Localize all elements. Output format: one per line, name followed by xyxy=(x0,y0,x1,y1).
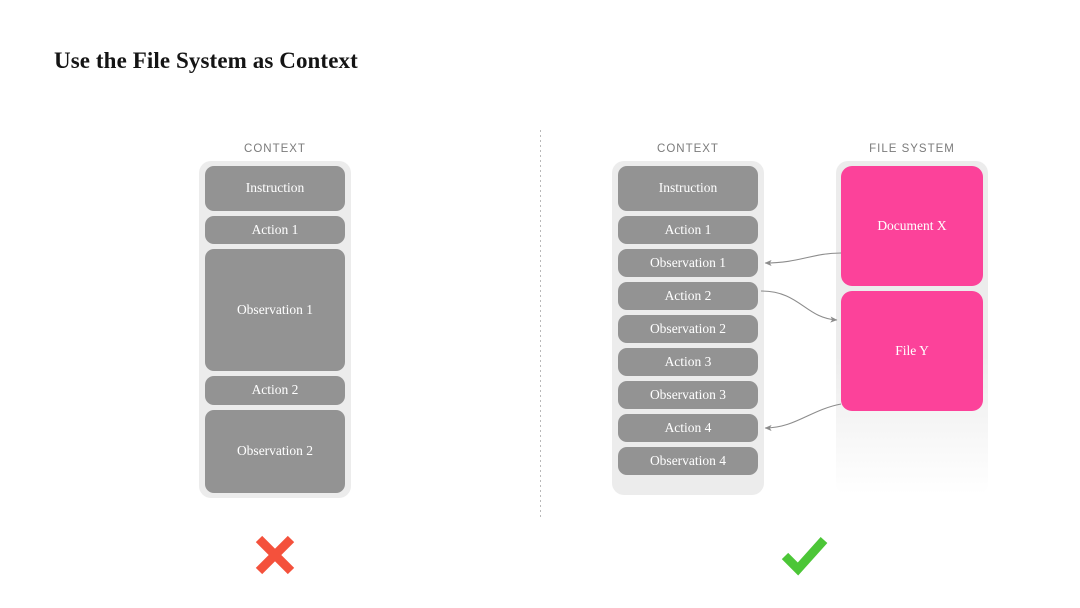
panel-divider xyxy=(540,130,541,518)
right-block-observation-4: Observation 4 xyxy=(618,447,758,475)
connector-documentx-to-observation1 xyxy=(764,252,842,267)
right-block-action-1-label: Action 1 xyxy=(664,221,712,237)
file-block-document-x-label: Document X xyxy=(877,218,947,233)
right-block-action-3: Action 3 xyxy=(618,348,758,376)
left-block-instruction: Instruction xyxy=(205,166,345,211)
right-context-column-label: CONTEXT xyxy=(657,143,719,155)
left-block-action-1-label: Action 1 xyxy=(251,221,299,237)
right-block-action-2: Action 2 xyxy=(618,282,758,310)
left-block-action-1: Action 1 xyxy=(205,216,345,244)
left-context-column-label: CONTEXT xyxy=(244,143,306,155)
right-block-action-4: Action 4 xyxy=(618,414,758,442)
left-block-action-2-label: Action 2 xyxy=(251,382,299,398)
right-block-action-2-label: Action 2 xyxy=(664,287,712,303)
left-block-action-2: Action 2 xyxy=(205,376,345,405)
right-block-instruction-label: Instruction xyxy=(658,180,718,196)
right-block-instruction: Instruction xyxy=(618,166,758,211)
connector-action2-to-filey xyxy=(760,290,838,323)
file-block-file-y: File Y xyxy=(841,291,983,411)
left-block-observation-1-label: Observation 1 xyxy=(236,301,314,317)
right-block-action-4-label: Action 4 xyxy=(664,419,712,435)
check-icon xyxy=(781,536,828,576)
right-block-observation-2: Observation 2 xyxy=(618,315,758,343)
page-title: Use the File System as Context xyxy=(54,48,358,73)
file-block-file-y-label: File Y xyxy=(895,343,929,358)
left-block-observation-2-label: Observation 2 xyxy=(236,443,314,459)
right-block-observation-4-label: Observation 4 xyxy=(649,452,727,468)
right-block-observation-1-label: Observation 1 xyxy=(649,254,727,270)
right-block-action-1: Action 1 xyxy=(618,216,758,244)
left-block-observation-1: Observation 1 xyxy=(205,249,345,371)
right-block-observation-1: Observation 1 xyxy=(618,249,758,277)
connector-filey-to-action4 xyxy=(764,403,842,432)
cross-icon xyxy=(255,535,295,575)
filesystem-column-label: FILE SYSTEM xyxy=(869,143,955,155)
file-block-document-x: Document X xyxy=(841,166,983,286)
right-block-action-3-label: Action 3 xyxy=(664,353,712,369)
right-block-observation-2-label: Observation 2 xyxy=(649,320,727,336)
right-block-observation-3: Observation 3 xyxy=(618,381,758,409)
left-block-instruction-label: Instruction xyxy=(245,180,305,196)
right-block-observation-3-label: Observation 3 xyxy=(649,386,727,402)
left-block-observation-2: Observation 2 xyxy=(205,410,345,493)
